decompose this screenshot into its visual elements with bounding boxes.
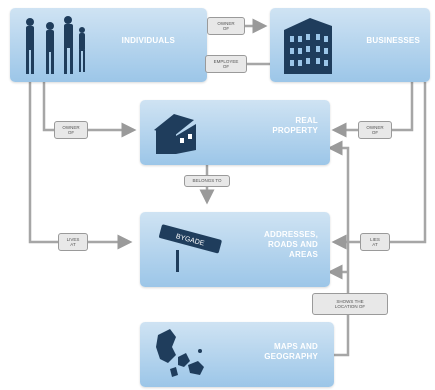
- individuals-label: INDIVIDUALS: [121, 36, 175, 45]
- real-property-line-1: REAL: [295, 116, 318, 125]
- businesses-label: BUSINESSES: [366, 36, 420, 45]
- maps-line-2: GEOGRAPHY: [264, 352, 318, 361]
- addresses-line-3: AREAS: [288, 250, 318, 259]
- individuals-box: INDIVIDUALS: [10, 8, 207, 82]
- line-maps-location: [327, 140, 350, 357]
- street-sign-icon: BYGADE: [159, 224, 222, 272]
- building-icon: [284, 18, 332, 74]
- denmark-map-icon: [156, 329, 204, 377]
- house-icon: [154, 114, 196, 154]
- real-property-box: REAL PROPERTY: [140, 100, 330, 165]
- maps-line-1: MAPS AND: [274, 342, 318, 351]
- addresses-line-2: ROADS AND: [268, 240, 318, 249]
- maps-box: MAPS AND GEOGRAPHY: [140, 322, 334, 387]
- real-property-line-2: PROPERTY: [272, 126, 318, 135]
- maps-label: MAPS AND GEOGRAPHY: [264, 342, 318, 362]
- businesses-box: BUSINESSES: [270, 8, 430, 82]
- addresses-box: BYGADE ADDRESSES, ROADS AND AREAS: [140, 212, 330, 287]
- line-individuals-left: [28, 82, 133, 250]
- real-property-label: REAL PROPERTY: [272, 116, 318, 136]
- line-individuals-inner: [42, 82, 137, 138]
- belongs-to-pill: BELONGS TO: [184, 175, 230, 187]
- addresses-label: ADDRESSES, ROADS AND AREAS: [264, 230, 318, 260]
- people-icon: [26, 16, 85, 74]
- addresses-line-1: ADDRESSES,: [263, 230, 318, 239]
